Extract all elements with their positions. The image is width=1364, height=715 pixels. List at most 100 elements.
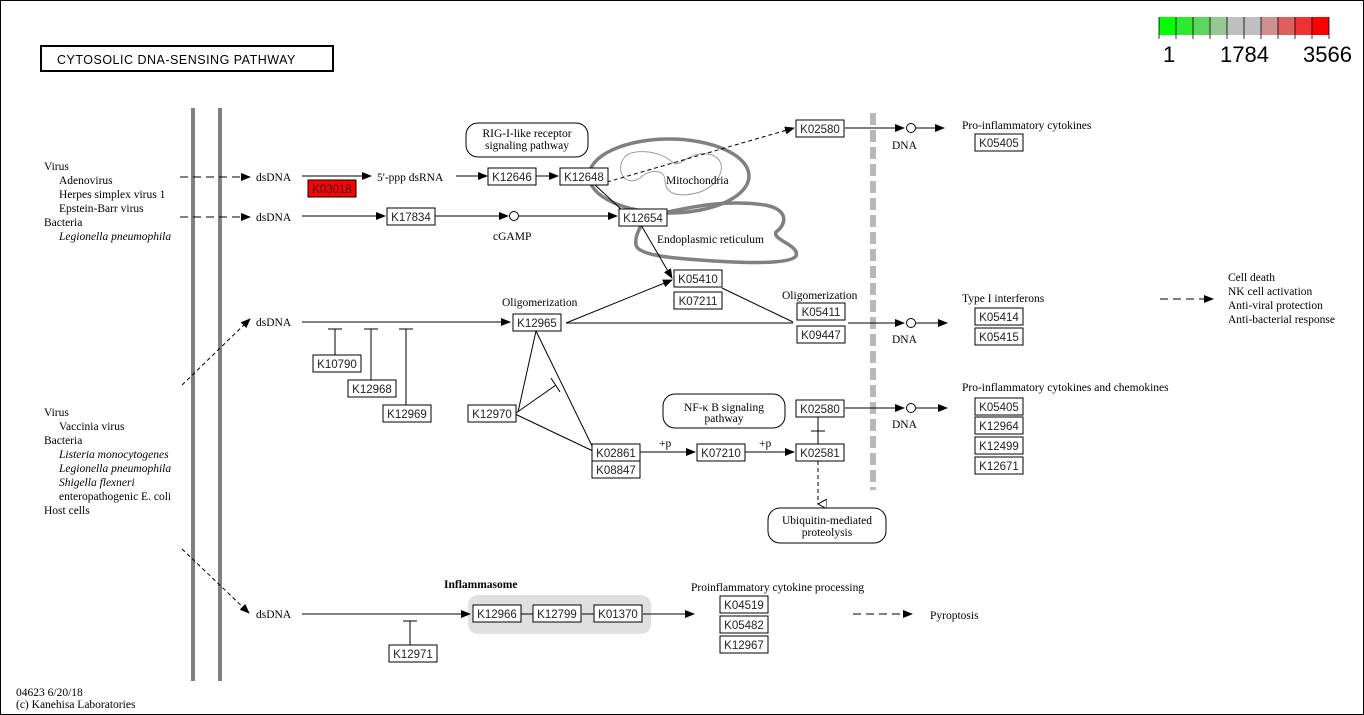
gene-box-k12971[interactable]: K12971 (388, 644, 438, 663)
rig-i-line2: signaling pathway (485, 140, 569, 152)
cgamp-label: cGAMP (493, 231, 531, 243)
gene-box-k12969[interactable]: K12969 (382, 404, 432, 423)
gene-box-k12966[interactable]: K12966 (472, 604, 522, 623)
gene-box-k04519[interactable]: K04519 (719, 595, 769, 614)
edge-k12970-k02861 (514, 413, 596, 453)
title-box: CYTOSOLIC DNA-SENSING PATHWAY (40, 45, 334, 72)
gene-label: K02581 (800, 448, 840, 460)
pro-inflam-cytokines-label: Pro-inflammatory cytokines (962, 120, 1092, 132)
ubiquitin-line1: Ubiquitin-mediated (782, 515, 872, 527)
gene-box-bg (512, 313, 562, 332)
gene-box-bg (591, 460, 641, 479)
pyroptosis-label: Pyroptosis (930, 610, 979, 622)
gene-label: K10790 (317, 359, 357, 371)
gene-box-k05414[interactable]: K05414 (974, 307, 1024, 326)
gene-label: K12654 (623, 213, 663, 225)
source-organism: Vaccinia virus (59, 421, 125, 433)
gene-box-k10790[interactable]: K10790 (312, 354, 362, 373)
gene-label: K09447 (801, 330, 841, 342)
gene-label: K12964 (979, 421, 1019, 433)
inflammasome-label: Inflammasome (444, 579, 517, 591)
gene-box-k02580[interactable]: K02580 (795, 399, 845, 418)
gene-box-k12499[interactable]: K12499 (974, 436, 1024, 455)
gene-box-k12968[interactable]: K12968 (347, 379, 397, 398)
type1-ifn-label: Type I interferons (962, 293, 1045, 305)
legend-cell (1261, 17, 1278, 35)
source-organism: Herpes simplex virus 1 (59, 189, 166, 201)
gene-box-k02581[interactable]: K02581 (795, 443, 845, 462)
gene-box-k07210[interactable]: K07210 (696, 443, 746, 462)
gene-box-k17834[interactable]: K17834 (386, 207, 436, 226)
gene-label: K01370 (598, 609, 638, 621)
legend-cell (1295, 17, 1312, 35)
gene-box-k12646[interactable]: K12646 (487, 167, 537, 186)
gene-box-k12671[interactable]: K12671 (974, 456, 1024, 475)
gene-box-k05415[interactable]: K05415 (974, 327, 1024, 346)
gene-box-k05410[interactable]: K05410 (673, 269, 723, 288)
gene-label: K05414 (979, 312, 1019, 324)
oligomerization-label-1: Oligomerization (502, 297, 578, 309)
gene-box-k02580[interactable]: K02580 (795, 119, 845, 138)
dna-label-3: DNA (892, 419, 918, 431)
outcome-item: Cell death (1228, 272, 1275, 284)
inhibition-k02581-k02580 (811, 416, 825, 444)
cgamp-node (509, 211, 519, 221)
inhibition-k12970 (515, 377, 561, 414)
gene-box-k01370[interactable]: K01370 (593, 604, 643, 623)
outcome-item: NK cell activation (1228, 286, 1313, 298)
gene-box-k05411[interactable]: K05411 (796, 302, 846, 321)
dna-node-2 (906, 318, 916, 328)
gene-box-k12654[interactable]: K12654 (618, 208, 668, 227)
gene-label: K04519 (724, 600, 764, 612)
gene-label: K12971 (393, 649, 433, 661)
gene-box-k12964[interactable]: K12964 (974, 416, 1024, 435)
gene-box-bg (974, 416, 1024, 435)
gene-box-bg (673, 269, 723, 288)
source-organism: Legionella pneumophila (58, 463, 171, 475)
dsdna-label-4: dsDNA (256, 609, 292, 621)
inhibition-k12968 (364, 328, 378, 380)
dna-label-1: DNA (892, 140, 918, 152)
gene-box-k08847[interactable]: K08847 (591, 460, 641, 479)
pathway-link-rig-i[interactable]: RIG-I-like receptor signaling pathway (465, 122, 589, 158)
endoplasmic-reticulum: Endoplasmic reticulum (634, 201, 798, 265)
phospho-label-1: +p (659, 438, 671, 450)
gene-box-k12965[interactable]: K12965 (512, 313, 562, 332)
gene-box-k12970[interactable]: K12970 (467, 404, 517, 423)
source-organism: Epstein-Barr virus (59, 203, 144, 215)
gene-box-k12648[interactable]: K12648 (559, 167, 609, 186)
edge-k05410-k05411 (721, 287, 794, 323)
gene-box-k07211[interactable]: K07211 (673, 291, 723, 310)
gene-box-k03018[interactable]: K03018 (307, 179, 357, 198)
gene-box-k12967[interactable]: K12967 (719, 635, 769, 654)
gene-box-bg (388, 644, 438, 663)
source-organism: Host cells (44, 505, 90, 517)
dna-label-2: DNA (892, 334, 918, 346)
inhibition-k12969 (399, 328, 413, 405)
gene-box-k09447[interactable]: K09447 (796, 325, 846, 344)
gene-box-bg (467, 404, 517, 423)
gene-box-bg (795, 443, 845, 462)
gene-box-bg (382, 404, 432, 423)
gene-box-k05405[interactable]: K05405 (974, 397, 1024, 416)
oligomerization-label-2: Oligomerization (782, 290, 858, 302)
gene-label: K05482 (724, 620, 764, 632)
gene-box-k05482[interactable]: K05482 (719, 615, 769, 634)
gene-box-bg (673, 291, 723, 310)
gene-label: K07211 (679, 296, 718, 308)
pathway-link-nfkb[interactable]: NF-κ B signaling pathway (662, 393, 786, 429)
gene-label: K12799 (537, 609, 577, 621)
gene-label: K12969 (387, 409, 427, 421)
gene-label: K12968 (352, 384, 392, 396)
page-title: CYTOSOLIC DNA-SENSING PATHWAY (57, 53, 296, 67)
gene-box-k05405[interactable]: K05405 (974, 133, 1024, 152)
pathway-link-ubiquitin[interactable]: Ubiquitin-mediated proteolysis (767, 507, 887, 544)
dsdna-label-1: dsDNA (256, 172, 292, 184)
gene-box-k12799[interactable]: K12799 (532, 604, 582, 623)
ubiquitin-line2: proteolysis (802, 527, 853, 539)
dna-node-3 (906, 403, 916, 413)
gene-box-k02861[interactable]: K02861 (591, 443, 641, 462)
gene-label: K02580 (800, 404, 840, 416)
